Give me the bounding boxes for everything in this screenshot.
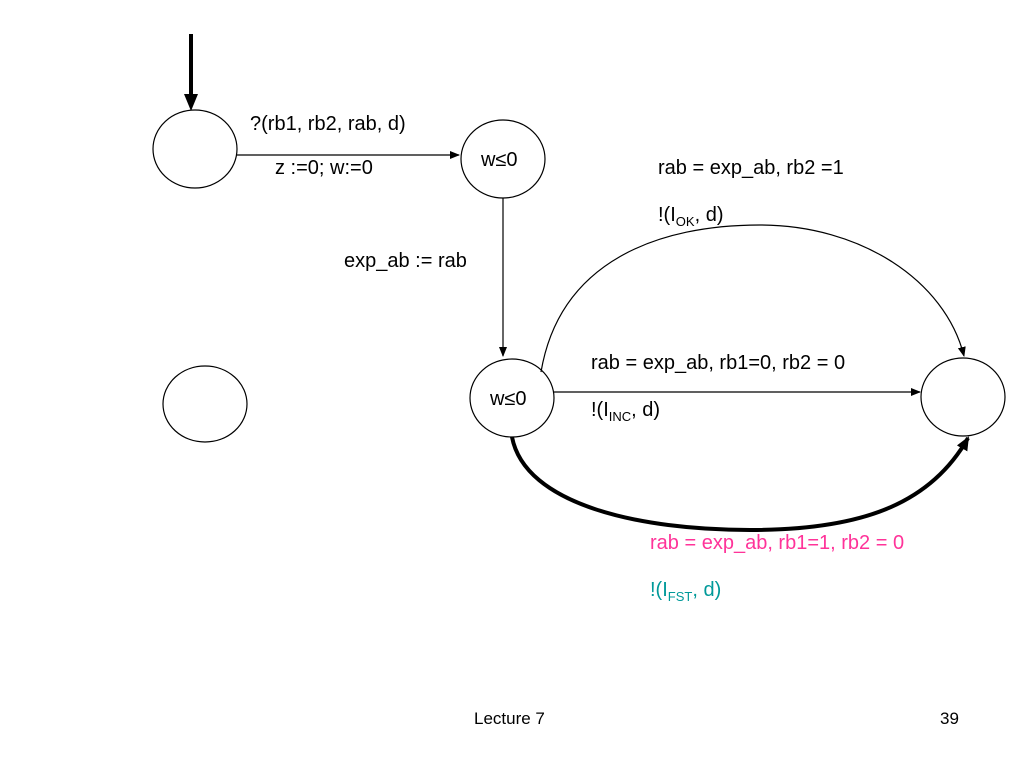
edge-bottom-arc — [510, 436, 970, 533]
edge-top-action-label: !(IOK, d) — [658, 203, 724, 229]
edge-top-guard-label: rab = exp_ab, rb2 =1 — [658, 157, 844, 179]
state-wait-2-invariant: w≤0 — [490, 388, 527, 410]
state-target — [920, 357, 1006, 437]
state-initial — [152, 109, 238, 189]
initial-arrow-head — [184, 94, 198, 111]
footer-page-number: 39 — [940, 709, 959, 728]
edge-initial-reset-label: z :=0; w:=0 — [275, 157, 373, 179]
edge-bottom-guard-label: rab = exp_ab, rb1=1, rb2 = 0 — [650, 532, 905, 554]
state-wait-1-invariant: w≤0 — [481, 149, 518, 171]
edge-top-action-prefix: !(I — [658, 204, 676, 226]
footer-lecture: Lecture 7 — [474, 709, 545, 728]
edge-initial-input-label: ?(rb1, rb2, rab, d) — [250, 113, 406, 135]
edge-bottom-action-suffix: , d) — [692, 579, 722, 601]
edge-top-arc — [540, 224, 966, 373]
edge-top-action-suffix: , d) — [694, 204, 724, 226]
edge-middle-action-suffix: , d) — [631, 399, 661, 421]
edge-bottom-action-label: !(IFST, d) — [650, 578, 722, 604]
edge-middle-guard-label: rab = exp_ab, rb1=0, rb2 = 0 — [591, 352, 846, 374]
edge-middle-action-prefix: !(I — [591, 399, 609, 421]
edge-top-action-sub: OK — [675, 214, 695, 229]
state-isolated — [162, 365, 248, 443]
edge-middle-action-label: !(IINC, d) — [591, 398, 661, 424]
edge-bottom-action-prefix: !(I — [650, 579, 668, 601]
edge-middle-action-sub: INC — [608, 409, 632, 424]
edge-update-label: exp_ab := rab — [344, 250, 467, 272]
edge-bottom-action-sub: FST — [667, 589, 693, 604]
